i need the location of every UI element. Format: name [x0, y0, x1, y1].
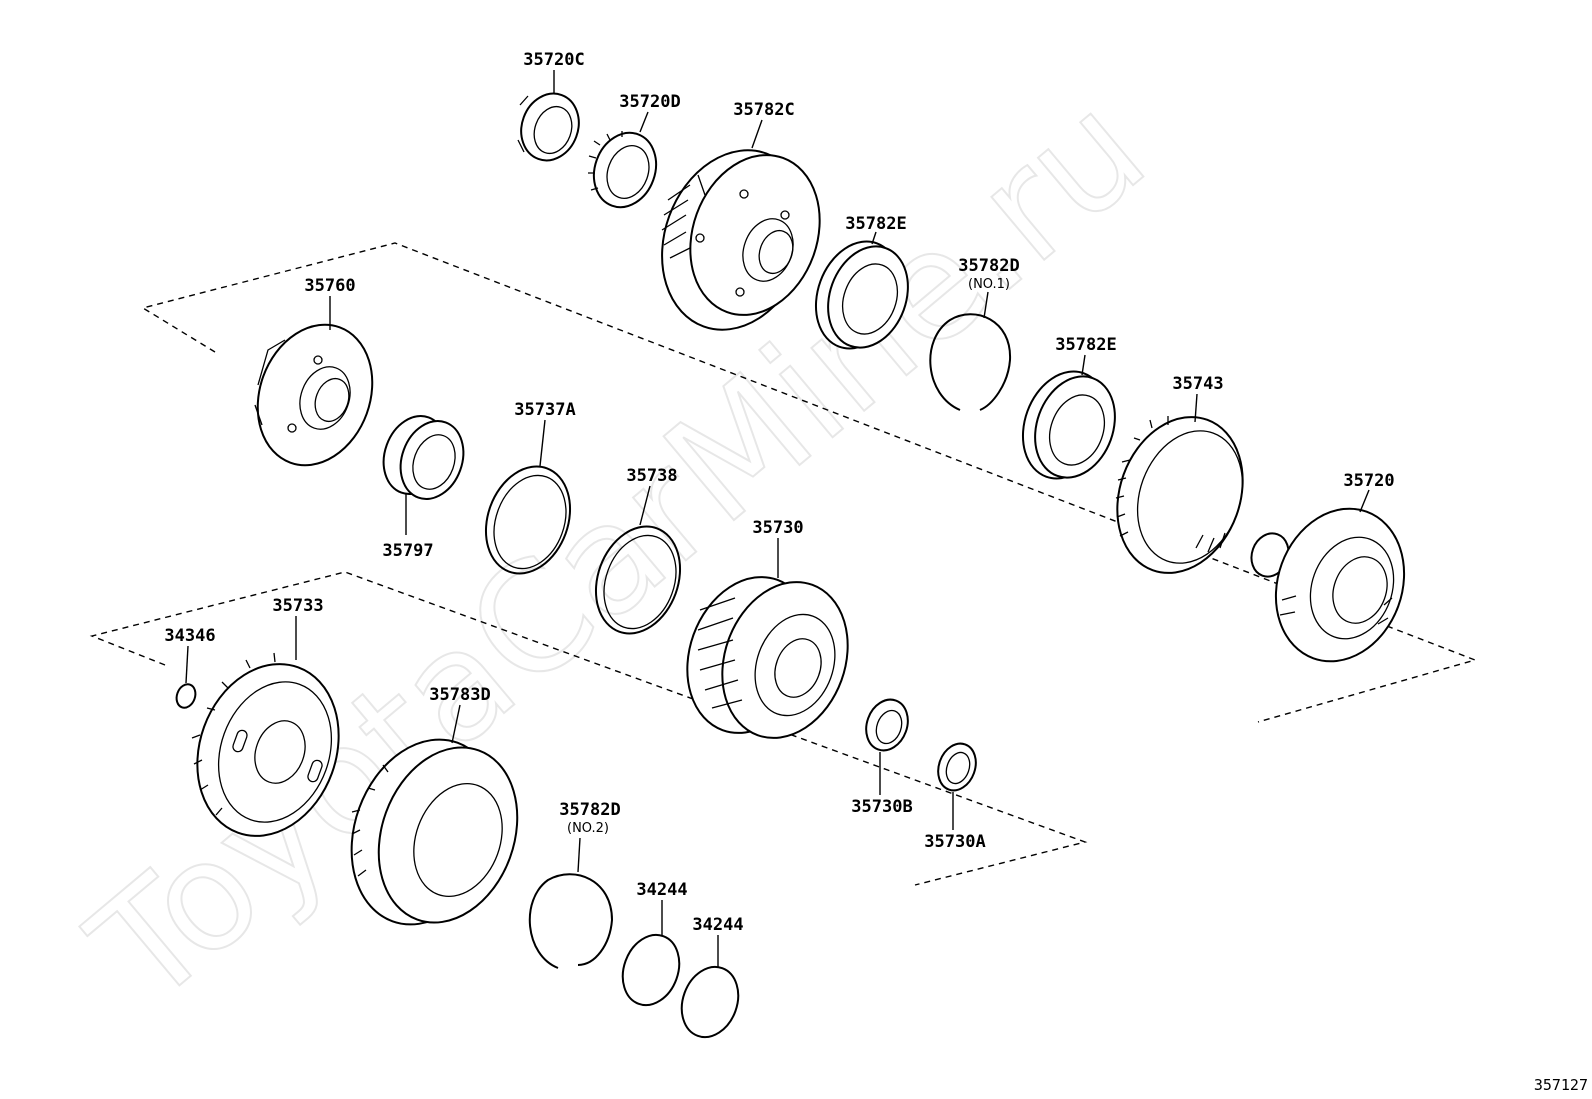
label-35730[interactable]: 35730 — [752, 518, 803, 538]
label-35733[interactable]: 35733 — [272, 596, 323, 616]
gear-drum-35782c — [661, 149, 821, 331]
leader-34346 — [185, 645, 189, 684]
thrust-washer-35737a — [484, 465, 572, 575]
clutch-drum-35730 — [686, 576, 849, 739]
figure-number: 357127 — [1534, 1076, 1588, 1094]
needle-bearing-35797 — [382, 415, 465, 500]
sun-gear-flange-35760 — [254, 323, 374, 467]
label-35743[interactable]: 35743 — [1172, 374, 1223, 394]
label-35782d-2[interactable]: 35782D — [559, 800, 620, 820]
label-35782d-1[interactable]: 35782D — [958, 256, 1019, 276]
label-35797[interactable]: 35797 — [382, 541, 433, 561]
planet-carrier-35720 — [1250, 507, 1406, 663]
leader-35720d — [639, 111, 649, 133]
leader-35782d-2 — [577, 837, 581, 873]
label-35782c[interactable]: 35782C — [733, 100, 794, 120]
label-35738[interactable]: 35738 — [626, 466, 677, 486]
label-35783d[interactable]: 35783D — [429, 685, 490, 705]
race-35730a — [937, 742, 977, 792]
label-34244-1[interactable]: 34244 — [636, 880, 687, 900]
o-ring-34346 — [175, 683, 197, 709]
leader-35782e-1 — [871, 231, 877, 245]
leader-35783d — [451, 704, 461, 744]
snap-ring-35782d-no1 — [929, 313, 1012, 411]
label-35730a[interactable]: 35730A — [924, 832, 985, 852]
thrust-washer-35738 — [594, 525, 682, 635]
o-ring-34244-2 — [680, 965, 740, 1039]
label-35782e-1[interactable]: 35782E — [845, 214, 906, 234]
leader-35737a — [539, 419, 546, 467]
nut-35720c — [517, 92, 580, 162]
label-35730b[interactable]: 35730B — [851, 797, 912, 817]
leader-35782d-1 — [983, 291, 989, 319]
o-ring-34244-1 — [621, 933, 681, 1007]
label-35720d[interactable]: 35720D — [619, 92, 680, 112]
label-35760[interactable]: 35760 — [304, 276, 355, 296]
leader-35738 — [639, 485, 651, 526]
clutch-hub-35733 — [191, 652, 340, 837]
upper-group-outline — [141, 242, 1478, 723]
ring-gear-35743 — [1115, 416, 1244, 574]
thrust-bearing-35730b — [865, 698, 909, 752]
label-35720c[interactable]: 35720C — [523, 50, 584, 70]
lock-washer-35720d — [588, 131, 658, 209]
label-35782e-2[interactable]: 35782E — [1055, 335, 1116, 355]
leader-35720 — [1359, 489, 1370, 513]
label-35782d-2-sub: (NO.2) — [567, 821, 609, 836]
label-35720[interactable]: 35720 — [1343, 471, 1394, 491]
label-35737a[interactable]: 35737A — [514, 400, 575, 420]
leader-35743 — [1194, 393, 1198, 423]
bearing-35782e-1 — [814, 240, 909, 350]
watermark: ToyotaCarMine.ru — [61, 62, 1177, 1038]
leader-35782c — [751, 119, 763, 149]
label-35782d-1-sub: (NO.1) — [968, 277, 1010, 292]
bearing-35782e-2 — [1021, 370, 1116, 480]
label-34346[interactable]: 34346 — [164, 626, 215, 646]
label-34244-2[interactable]: 34244 — [692, 915, 743, 935]
leader-35782e-2 — [1081, 354, 1086, 376]
clutch-drum-35783d — [350, 738, 519, 926]
snap-ring-35782d-no2 — [528, 873, 614, 969]
